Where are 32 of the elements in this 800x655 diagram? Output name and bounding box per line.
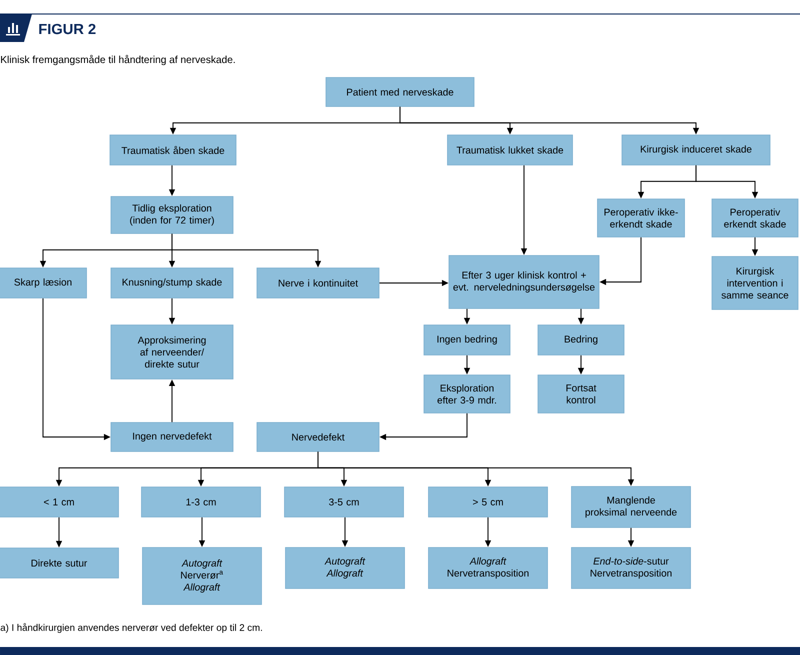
process-box: Direkte sutur [0, 548, 119, 578]
process-box: End-to-side-sutur Nervetransposition [571, 547, 691, 589]
process-box: > 5 cm [428, 486, 548, 518]
process-box: 1-3 cm [141, 486, 261, 518]
process-box: Patient med nerveskade [326, 77, 474, 107]
process-box: Approksimering af nerveender/ direkte sutur [110, 324, 234, 380]
process-box: Allograft Nervetransposition [428, 547, 548, 589]
process-box: Eksploration efter 3-9 mdr. [424, 374, 510, 414]
process-box: Knusning/stump skade [110, 268, 234, 298]
process-box: Tidlig eksploration (inden for 72 timer) [110, 196, 234, 234]
figure-title: FIGUR 2 [39, 24, 96, 34]
caption: Klinisk fremgangsmåde til håndtering af nerveskade. [1, 54, 235, 66]
process-box: Ingen bedring [424, 324, 510, 356]
process-box: Manglende proksimal nerveende [571, 486, 691, 528]
process-box: Ingen nervedefekt [110, 422, 234, 452]
process-box: Peroperativ ikke-erkendt skade [597, 198, 685, 238]
process-box: Skarp læsion [0, 268, 87, 298]
process-box: Autograft Allograft [285, 547, 405, 589]
process-box: Kirurgisk induceret skade [622, 134, 770, 166]
process-box: Peroperativ erkendt skade [712, 198, 798, 238]
footnote: a) I håndkirurgien anvendes nerverør ved defekter op til 2 cm. [0, 623, 262, 633]
process-box: Efter 3 uger klinisk kontrol + evt. nerveledningsundersøgelse [448, 255, 600, 309]
process-box: Bedring [538, 324, 624, 356]
process-box: Nerve i kontinuitet [256, 268, 380, 298]
process-box: Autograft Nerverør$^{a}$ Allograft [142, 547, 262, 605]
process-box: Kirurgisk intervention i samme seance [712, 256, 798, 310]
process-box: Traumatisk åben skade [110, 134, 236, 166]
process-box: Nervedefekt [256, 422, 380, 452]
process-box: Traumatisk lukket skade [447, 134, 573, 166]
process-box: Fortsat kontrol [538, 374, 624, 414]
process-box: < 1 cm [0, 486, 119, 518]
process-box: 3-5 cm [284, 486, 404, 518]
